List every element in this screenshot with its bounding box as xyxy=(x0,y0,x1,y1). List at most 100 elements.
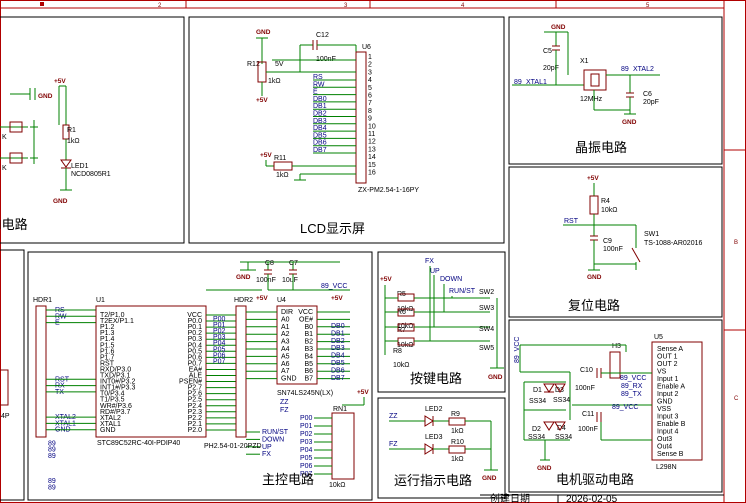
u1-left-pin-11: INT0#/P3.2 xyxy=(100,379,136,386)
u4-right-pin-1: OE# xyxy=(299,316,313,323)
lcd-pin-label-6: DB3 xyxy=(313,118,327,125)
lcd-pin-number-11: 12 xyxy=(368,139,376,146)
u4-right-pin-3: B1 xyxy=(304,331,313,338)
rn1-net-3: P03 xyxy=(300,439,313,446)
section-keys-title: 按键电路 xyxy=(410,371,462,386)
u1-left-pin-8: RST xyxy=(100,360,115,367)
u4-left-pin-0: DIR xyxy=(281,309,293,316)
p0-net-0: P00 xyxy=(213,316,226,323)
rn1-label: RN1 xyxy=(333,406,347,413)
section-motor-title: 电机驱动电路 xyxy=(556,472,634,487)
u5-pin-6: Input 2 xyxy=(657,391,679,398)
u6-label: U6 xyxy=(362,44,371,51)
u1-left-pin-19: GND xyxy=(100,427,116,434)
panel-crystal xyxy=(508,16,723,165)
motor-gnd: GND xyxy=(537,465,552,472)
hdr1-prefix-17: 89 xyxy=(48,478,56,485)
u4-right-pin-4: B2 xyxy=(304,339,313,346)
p0-net-2: P02 xyxy=(213,328,226,335)
r10-label: R10 xyxy=(451,439,464,446)
c9-label: C9 xyxy=(603,238,612,245)
lcd-pin-label-5: DB2 xyxy=(313,111,327,118)
r9-label: R9 xyxy=(451,411,460,418)
u1-left-pins: T2/P1.0T2EX/P1.1P1.2P1.3P1.4P1.5P1.6P1.7… xyxy=(100,312,136,434)
u4-left-pin-5: A4 xyxy=(281,346,290,353)
left-k2: K xyxy=(2,165,7,172)
d1-part: SS34 xyxy=(529,398,546,405)
rn1-net-2: P02 xyxy=(300,431,313,438)
c8-label: C8 xyxy=(265,260,274,267)
r8-label: R8 xyxy=(393,348,402,355)
main-gnd-top: GND xyxy=(236,274,251,281)
u1-left-pin-4: P1.4 xyxy=(100,336,115,343)
keys-circuit: +5V FX UP DOWN RUN/ST R5 10kΩ R6 10kΩ R7… xyxy=(380,258,504,381)
crystal-gnd-top: GND xyxy=(551,24,566,31)
reset-circuit: +5V R4 10kΩ RST C9 100nF SW1 TS-1088-AR0… xyxy=(563,175,702,281)
lcd-pin-number-2: 3 xyxy=(368,69,372,76)
u1-left-pin-15: WR#/P3.6 xyxy=(100,403,132,410)
c5-label: C5 xyxy=(543,48,552,55)
d3-part: SS34 xyxy=(553,397,570,404)
c6-label: C6 xyxy=(643,91,652,98)
panel-left-fragment xyxy=(0,249,25,501)
panel-reset xyxy=(508,166,723,318)
row-letter-c: C xyxy=(734,396,739,402)
u1-right-pin-15: P2.4 xyxy=(188,403,203,410)
lcd-pin-number-3: 4 xyxy=(368,77,372,84)
r8-value: 10kΩ xyxy=(393,362,410,369)
u1-right-pin-13: P2.6 xyxy=(188,391,203,398)
crystal-gnd-bottom: GND xyxy=(622,119,637,126)
key-down-net: DOWN xyxy=(440,276,462,283)
led2-label: LED2 xyxy=(425,406,443,413)
panel-left-led xyxy=(0,16,185,244)
db-net-5: DB5 xyxy=(331,360,345,367)
db-net-1: DB1 xyxy=(331,330,345,337)
col-number-5: 5 xyxy=(646,3,650,9)
c10-value: 100nF xyxy=(575,385,595,392)
hdr2-body xyxy=(235,305,247,438)
motor-rx: 89_RX xyxy=(621,383,643,390)
rn1-value: 10kΩ xyxy=(329,482,346,489)
lcd-pin-label-3: DB0 xyxy=(313,96,327,103)
u1-left-pin-1: T2EX/P1.1 xyxy=(100,318,134,325)
d1-label: D1 xyxy=(533,387,542,394)
lcd-pin-number-8: 9 xyxy=(368,116,372,123)
u5-pin-4: Input 1 xyxy=(657,376,679,383)
u1-right-pin-8: P0.7 xyxy=(188,360,203,367)
fragment-part: 4P xyxy=(1,413,10,420)
main-decoupling: GND C8 100nF C7 10uF 89_VCC +5V +5V xyxy=(206,260,350,302)
r6-label: R6 xyxy=(397,309,406,316)
u4-left-pin-4: A3 xyxy=(281,339,290,346)
u5-pin-11: Input 4 xyxy=(657,429,679,436)
reset-gnd: GND xyxy=(587,274,602,281)
u5-pin-9: Input 3 xyxy=(657,414,679,421)
hdr2-label: HDR2 xyxy=(234,297,253,304)
u1-left-pin-16: RD#/P3.7 xyxy=(100,409,130,416)
u1-right-pin-4: P0.3 xyxy=(188,336,203,343)
u1-left-pin-9: RXD/P3.0 xyxy=(100,366,131,373)
c11-label: C11 xyxy=(582,411,594,418)
lcd-pin-number-5: 6 xyxy=(368,93,372,100)
left-plus5: +5V xyxy=(54,78,66,85)
u1-left-pin-6: P1.6 xyxy=(100,348,115,355)
rn1-net-4: P04 xyxy=(300,447,313,454)
lcd-pin-label-10: DB7 xyxy=(313,147,327,154)
keys-gnd: GND xyxy=(488,374,503,381)
lcd-circuit: GND C12 100nF U6 R12 1kΩ +5V 5V xyxy=(247,29,371,184)
rn1-net-1: P01 xyxy=(300,423,313,430)
reset-rst-net: RST xyxy=(564,218,579,225)
main-plus5-b: +5V xyxy=(331,295,343,302)
lcd-plus5-2: +5V xyxy=(260,152,272,159)
u4-label: U4 xyxy=(277,297,286,304)
lcd-plus5-1: +5V xyxy=(256,97,268,104)
u4-part: SN74LS245N(LX) xyxy=(277,390,333,397)
panel-run-led xyxy=(377,397,506,499)
u1-right-pin-18: P2.1 xyxy=(188,421,203,428)
r1-label: R1 xyxy=(67,127,76,134)
u5-body xyxy=(651,341,703,461)
hdr1-prefix-18: 89 xyxy=(48,484,56,491)
